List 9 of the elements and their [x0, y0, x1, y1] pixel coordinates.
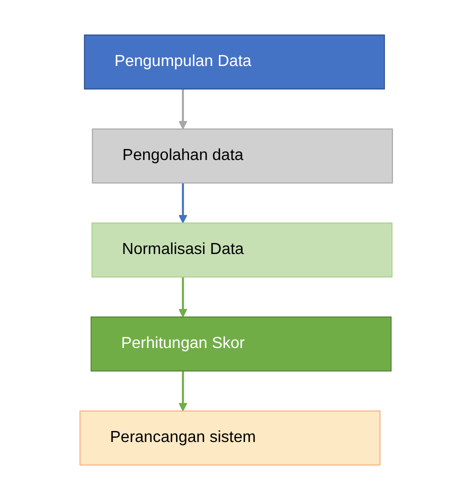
arrow	[178, 89, 188, 130]
node-box: Perancangan sistem	[79, 410, 380, 466]
arrow	[178, 371, 188, 412]
node-box: Pengolahan data	[92, 128, 393, 184]
node-box: Normalisasi Data	[91, 222, 392, 278]
node-box: Pengumpulan Data	[84, 34, 385, 90]
arrow	[178, 277, 188, 318]
node-box: Perhitungan Skor	[90, 316, 392, 372]
arrow	[178, 183, 188, 224]
